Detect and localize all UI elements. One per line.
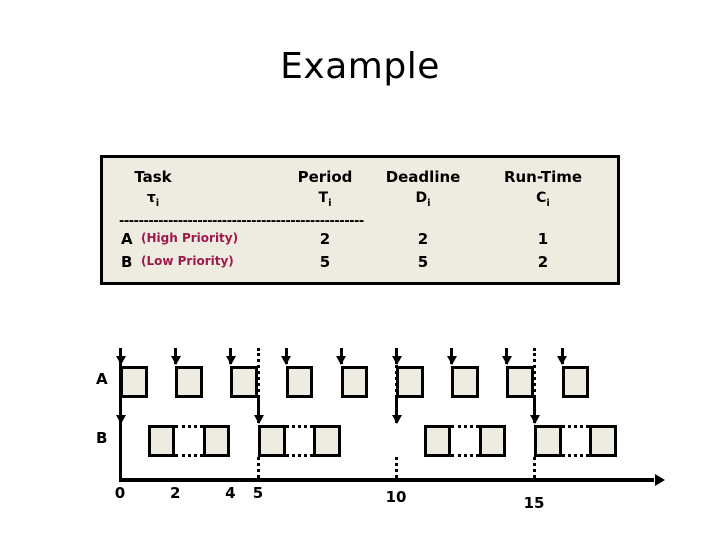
task-a-release-arrow-line-16 [560,348,564,364]
axis-tick-label-4: 4 [225,484,236,502]
table-subheader-task: τi [115,190,191,209]
task-a-release-arrowhead-8 [336,356,347,365]
table-subheader-deadline: Di [343,190,503,209]
task-a-execution-block [561,366,590,398]
task-b-execution-block [147,425,176,457]
task-a-release-arrowhead-12 [446,356,457,365]
sub-symbol-t: T [318,190,329,206]
task-b-release-arrowhead-0 [115,415,126,424]
axis-tick-label-15: 15 [523,494,545,512]
task-a-execution-block [120,366,148,398]
task-a-execution-block [340,366,369,398]
table-row-a-deadline: 2 [417,230,429,248]
timeline-row-label-a: A [96,370,108,388]
table-row-b-deadline: 5 [417,253,429,271]
task-a-release-arrowhead-10 [391,356,402,365]
task-b-execution-block [258,425,286,457]
task-a-release-arrow-line-8 [339,348,343,364]
table-row-a-priority: (High Priority) [141,231,239,245]
task-b-execution-block [478,425,507,457]
table-row-b-runtime: 2 [537,253,549,271]
task-a-execution-block [175,366,203,398]
task-b-preemption-gap [285,425,314,457]
task-b-release-arrow-line-5 [257,398,260,423]
task-a-release-arrowhead-6 [281,356,292,365]
timeline-origin-line [119,348,122,478]
table-header-runtime: Run-Time [503,168,583,186]
deadline-marker-dotted-bottom-10 [395,457,398,478]
task-b-release-arrowhead-10 [391,415,402,424]
timeline-row-label-b: B [96,429,108,447]
table-header-deadline: Deadline [385,168,461,186]
task-b-preemption-gap [175,425,203,457]
axis-tick-label-5: 5 [252,484,264,502]
page-title: Example [280,46,440,87]
sub-symbol-c: C [536,190,547,206]
task-a-release-arrow-line-4 [229,348,233,364]
task-a-release-arrow-line-2 [174,348,178,364]
table-row-b-priority: (Low Priority) [141,254,234,268]
task-a-release-arrowhead-2 [170,356,181,365]
deadline-marker-dotted-bottom-15 [533,457,536,478]
task-a-release-arrow-line-14 [505,348,509,364]
table-row-a-runtime: 1 [537,230,549,248]
task-a-release-arrowhead-14 [501,356,512,365]
table-header-period: Period [297,168,353,186]
task-b-execution-block [589,425,617,457]
task-b-execution-block [202,425,231,457]
table-row-b-period: 5 [319,253,331,271]
time-axis [119,478,654,482]
task-a-execution-block [396,366,424,398]
task-b-preemption-gap [561,425,590,457]
task-b-preemption-gap [451,425,479,457]
task-b-release-arrowhead-15 [529,415,540,424]
table-row-b-task: B [121,253,133,271]
table-row-a-task: A [121,230,133,248]
deadline-marker-dotted-top-15 [533,348,536,398]
table-header-task: Task [134,168,172,186]
task-b-release-arrow-line-10 [395,398,398,423]
axis-tick-label-0: 0 [114,484,126,502]
sub-symbol-tau: τ [146,190,156,206]
axis-tick-label-2: 2 [169,484,181,502]
task-b-execution-block [423,425,452,457]
table-subheader-period: Ti [285,190,365,209]
task-b-release-arrow-line-0 [119,398,122,423]
sub-index-tau: i [155,197,160,209]
time-axis-arrowhead [655,474,665,486]
table-separator-rule: ----------------------------------------… [119,214,364,229]
task-parameter-table: Task Period Deadline Run-Time τi Ti Di C… [100,155,620,285]
task-a-release-arrow-line-0 [119,348,122,364]
task-a-release-arrow-line-10 [395,348,398,364]
task-a-release-arrowhead-16 [557,356,568,365]
task-a-execution-block [506,366,534,398]
task-a-execution-block [230,366,258,398]
deadline-marker-dotted-bottom-5 [257,457,260,478]
sub-symbol-d: D [415,190,428,206]
table-row-a-period: 2 [319,230,331,248]
task-b-release-arrow-line-15 [533,398,536,423]
task-a-release-arrowhead-0 [115,356,126,365]
sub-index-d: i [427,197,431,209]
deadline-marker-dotted-top-5 [257,348,260,398]
task-a-execution-block [285,366,314,398]
sub-index-c: i [546,197,550,209]
task-a-release-arrow-line-6 [284,348,288,364]
task-a-release-arrowhead-4 [225,356,236,365]
task-a-release-arrow-line-12 [450,348,454,364]
task-b-release-arrowhead-5 [253,415,264,424]
sub-index-t: i [328,197,332,209]
axis-tick-label-10: 10 [385,488,407,506]
task-b-execution-block [313,425,341,457]
deadline-marker-dotted-top-10 [395,348,398,398]
task-b-execution-block [534,425,562,457]
table-subheader-runtime: Ci [463,190,623,209]
task-a-execution-block [451,366,479,398]
